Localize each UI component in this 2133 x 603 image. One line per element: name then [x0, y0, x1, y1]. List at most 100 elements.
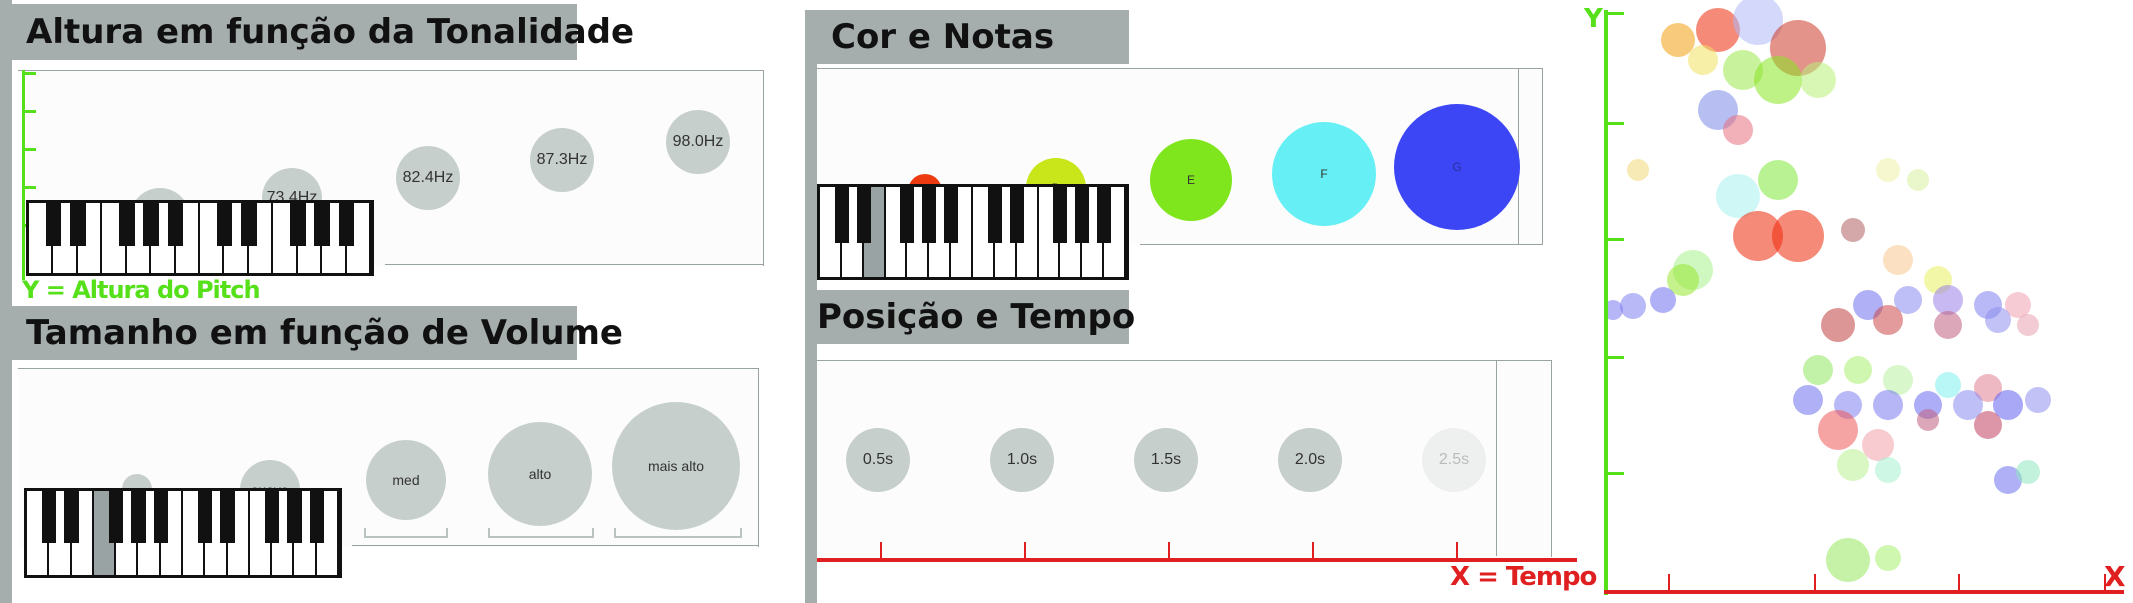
black-key[interactable] [309, 491, 324, 544]
pitch-panel-title: Altura em função da Tonalidade [12, 4, 634, 60]
scatter-bubble [2025, 387, 2051, 413]
black-key[interactable] [338, 203, 355, 247]
time-bubble: 2.0s [1278, 428, 1342, 492]
black-key[interactable] [265, 491, 280, 544]
volume-bubble-mais-alto: mais alto [612, 402, 740, 530]
scatter-bubble [1875, 545, 1901, 571]
scatter-bubble [1876, 158, 1900, 182]
scatter-bubble-cloud [1608, 0, 2133, 590]
scatter-bubble [1772, 210, 1824, 262]
pitch-y-tick [22, 186, 36, 189]
scatter-bubble [1974, 411, 2002, 439]
black-key[interactable] [216, 203, 233, 247]
time-bubble-faded: 2.5s [1422, 428, 1486, 492]
note-f-bubble: F [1272, 122, 1376, 226]
scatter-bubble [1985, 307, 2011, 333]
scatter-x-label: X [2104, 560, 2126, 593]
pitch-panel-side-bar [0, 0, 12, 300]
scatter-x-tick [1668, 574, 1670, 590]
black-key[interactable] [64, 491, 79, 544]
scatter-bubble [1758, 160, 1798, 200]
scatter-bubble [1627, 159, 1649, 181]
scatter-bubble [1862, 429, 1894, 461]
time-bubble: 1.0s [990, 428, 1054, 492]
scatter-bubble [1875, 457, 1901, 483]
volume-range-bracket [488, 528, 594, 538]
black-key[interactable] [1075, 187, 1090, 243]
scatter-bubble [1696, 8, 1740, 52]
black-key[interactable] [153, 491, 168, 544]
time-axis-label: X = Tempo [1450, 562, 1597, 592]
scatter-bubble [1837, 449, 1869, 481]
black-key[interactable] [314, 203, 330, 247]
black-key[interactable] [220, 491, 235, 544]
pitch-y-tick [22, 148, 36, 151]
time-plot-right-line [1496, 360, 1497, 556]
time-bubble: 1.5s [1134, 428, 1198, 492]
time-bubble: 0.5s [846, 428, 910, 492]
black-key[interactable] [45, 203, 62, 247]
time-x-tick [1168, 542, 1170, 558]
black-key[interactable] [143, 203, 159, 247]
scatter-bubble [1803, 355, 1833, 385]
scatter-y-axis [1604, 10, 1608, 595]
scatter-x-tick [1958, 574, 1960, 590]
scatter-bubble [1723, 115, 1753, 145]
black-key[interactable] [1009, 187, 1024, 243]
time-x-tick [1312, 542, 1314, 558]
scatter-bubble [1716, 174, 1760, 218]
scatter-y-tick [1604, 122, 1624, 125]
black-key[interactable] [131, 491, 146, 544]
pitch-y-tick [22, 110, 36, 113]
volume-piano-keyboard[interactable] [24, 488, 342, 578]
volume-range-bracket [364, 528, 448, 538]
black-key[interactable] [118, 203, 135, 247]
pitch-bubble: 98.0Hz [666, 110, 730, 174]
scatter-y-tick [1604, 472, 1624, 475]
black-key[interactable] [198, 491, 213, 544]
black-key[interactable] [70, 203, 86, 247]
black-key[interactable] [109, 491, 124, 544]
black-key[interactable] [42, 491, 57, 544]
color-panel-title: Cor e Notas [817, 10, 1129, 64]
time-x-axis [817, 558, 1577, 562]
scatter-bubble [1917, 409, 1939, 431]
scatter-bubble [1818, 410, 1858, 450]
black-key[interactable] [944, 187, 959, 243]
scatter-bubble [1650, 287, 1676, 313]
pitch-bubble: 87.3Hz [530, 128, 594, 192]
black-key[interactable] [167, 203, 184, 247]
note-g-bubble: G [1394, 104, 1520, 230]
black-key[interactable] [900, 187, 915, 243]
scatter-bubble [1800, 62, 1836, 98]
black-key[interactable] [1097, 187, 1112, 243]
black-key[interactable] [289, 203, 306, 247]
volume-bubble-med: med [366, 440, 446, 520]
scatter-bubble [1826, 538, 1870, 582]
scatter-bubble [1844, 356, 1872, 384]
black-key[interactable] [287, 491, 302, 544]
scatter-y-tick [1604, 356, 1624, 359]
black-key[interactable] [241, 203, 257, 247]
scatter-bubble [1873, 305, 1903, 335]
pitch-bubble: 82.4Hz [396, 146, 460, 210]
time-panel-title: Posição e Tempo [805, 290, 1135, 344]
black-key[interactable] [987, 187, 1002, 243]
black-key[interactable] [1053, 187, 1068, 243]
scatter-bubble [2016, 460, 2040, 484]
scatter-x-tick [2104, 574, 2106, 590]
scatter-bubble [1754, 56, 1802, 104]
scatter-y-label: Y [1584, 4, 1603, 34]
black-key[interactable] [856, 187, 871, 243]
pitch-y-tick [22, 72, 36, 75]
pitch-piano-keyboard[interactable] [26, 200, 374, 276]
pitch-y-axis [22, 70, 25, 280]
scatter-bubble [2017, 314, 2039, 336]
black-key[interactable] [834, 187, 849, 243]
scatter-bubble [1688, 45, 1718, 75]
black-key[interactable] [922, 187, 937, 243]
scatter-bubble [1883, 245, 1913, 275]
time-x-tick [1456, 542, 1458, 558]
pitch-axis-label: Y = Altura do Pitch [22, 276, 261, 304]
color-piano-keyboard[interactable] [817, 184, 1129, 280]
